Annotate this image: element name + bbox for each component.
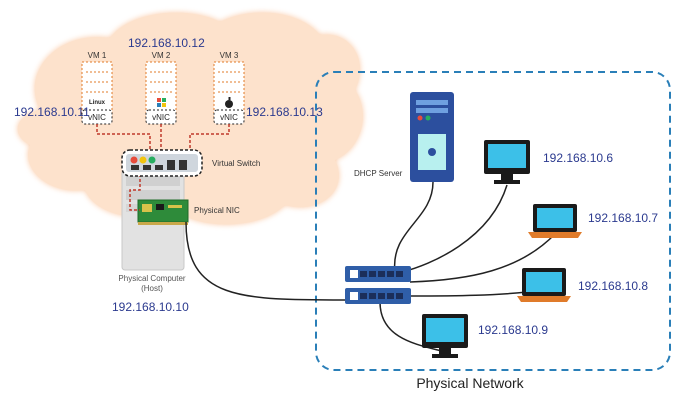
vm-2-ip: 192.168.10.12 <box>128 36 205 50</box>
laptop-icon <box>517 268 571 302</box>
linux-icon: Linux <box>89 100 106 106</box>
dhcp-server-label: DHCP Server <box>354 169 403 178</box>
vm-3-vnic: vNIC <box>213 109 245 125</box>
windows-icon <box>157 98 166 107</box>
monitor-icon <box>422 314 468 358</box>
vm-2-vnic: vNIC <box>145 109 177 125</box>
vm-3-ip: 192.168.10.13 <box>246 105 323 119</box>
svg-text:vNIC: vNIC <box>88 113 106 122</box>
vm-3-label: VM 3 <box>220 51 239 60</box>
monitor-icon <box>484 140 530 184</box>
laptop-icon <box>528 204 582 238</box>
client-3-ip: 192.168.10.8 <box>578 279 648 293</box>
physical-network-boundary <box>315 71 671 371</box>
host-label: Physical Computer <box>118 274 185 283</box>
network-switch-icon <box>345 266 411 282</box>
client-1-ip: 192.168.10.6 <box>543 151 613 165</box>
client-2-ip: 192.168.10.7 <box>588 211 658 225</box>
apple-icon <box>225 97 233 108</box>
svg-text:vNIC: vNIC <box>152 113 170 122</box>
server-icon <box>410 92 454 182</box>
virtual-switch-icon <box>121 149 203 177</box>
svg-text:vNIC: vNIC <box>220 113 238 122</box>
host-sublabel: (Host) <box>141 284 163 293</box>
virtual-switch-label: Virtual Switch <box>212 159 260 168</box>
client-4-ip: 192.168.10.9 <box>478 323 548 337</box>
host-ip: 192.168.10.10 <box>112 300 189 314</box>
virtual-links <box>96 124 230 211</box>
physical-nic-label: Physical NIC <box>194 206 240 215</box>
vm-1-ip: 192.168.10.11 <box>14 105 90 119</box>
vm-2-label: VM 2 <box>152 51 171 60</box>
vm-1-label: VM 1 <box>88 51 107 60</box>
physical-network-title: Physical Network <box>416 375 524 391</box>
network-switch-icon <box>345 288 411 304</box>
network-card-icon <box>137 199 189 225</box>
physical-links <box>185 181 556 353</box>
